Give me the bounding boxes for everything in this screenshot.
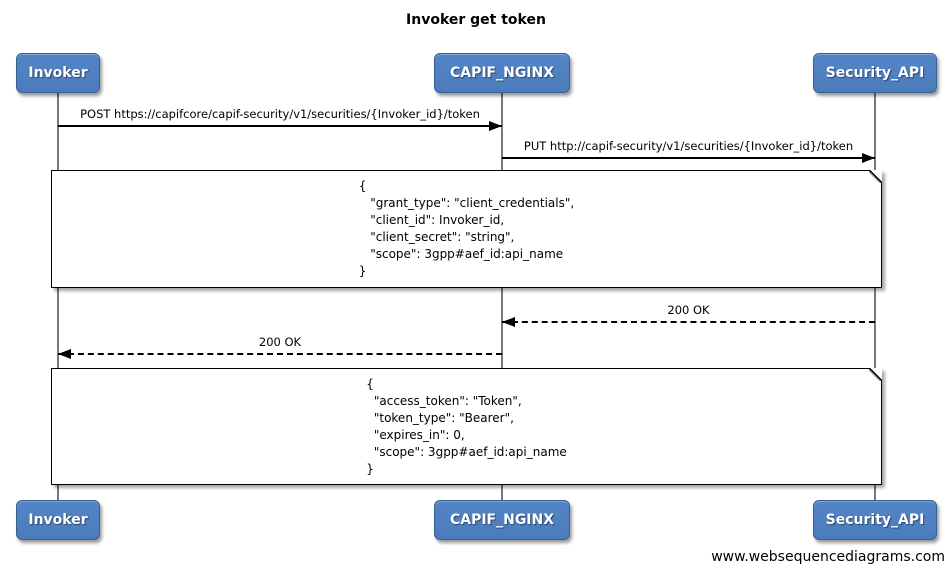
actor-invoker-top: Invoker — [16, 53, 100, 93]
actor-label: Invoker — [28, 512, 88, 528]
message-label: PUT http://capif-security/v1/securities/… — [523, 139, 854, 153]
actor-capif-nginx-top: CAPIF_NGINX — [434, 53, 570, 93]
actor-capif-nginx-bottom: CAPIF_NGINX — [434, 500, 570, 540]
arrowhead-right-icon — [862, 153, 875, 163]
actor-label: Security_API — [825, 512, 925, 528]
message-line-solid — [502, 157, 875, 159]
watermark-url: www.websequencediagrams.com — [711, 549, 945, 565]
actor-invoker-bottom: Invoker — [16, 500, 100, 540]
diagram-title: Invoker get token — [406, 12, 546, 28]
message-200-ok-security: 200 OK — [502, 303, 875, 327]
message-label: 200 OK — [258, 335, 302, 349]
note-json-text: { "grant_type": "client_credentials", "c… — [358, 179, 575, 278]
actor-label: CAPIF_NGINX — [449, 512, 555, 528]
message-put-token: PUT http://capif-security/v1/securities/… — [502, 139, 875, 163]
actor-label: Security_API — [825, 65, 925, 81]
lifeline-capif — [501, 92, 503, 500]
lifeline-security — [874, 92, 876, 500]
actor-security-api-top: Security_API — [813, 53, 937, 93]
note-fold-icon — [869, 170, 882, 183]
arrowhead-right-icon — [489, 121, 502, 131]
lifeline-invoker — [57, 92, 59, 500]
message-line-dashed — [58, 353, 502, 355]
message-post-token: POST https://capifcore/capif-security/v1… — [58, 107, 502, 131]
actor-label: CAPIF_NGINX — [449, 65, 555, 81]
message-line-solid — [58, 125, 502, 127]
note-fold-icon — [869, 368, 882, 381]
message-label: POST https://capifcore/capif-security/v1… — [80, 107, 480, 121]
arrowhead-left-icon — [502, 317, 515, 327]
actor-label: Invoker — [28, 65, 88, 81]
arrowhead-left-icon — [58, 349, 71, 359]
message-line-dashed — [502, 321, 875, 323]
note-response-body: { "access_token": "Token", "token_type":… — [51, 368, 882, 485]
note-json-text: { "access_token": "Token", "token_type":… — [366, 377, 567, 476]
message-200-ok-capif: 200 OK — [58, 335, 502, 359]
actor-security-api-bottom: Security_API — [813, 500, 937, 540]
note-request-body: { "grant_type": "client_credentials", "c… — [51, 170, 882, 288]
message-label: 200 OK — [667, 303, 710, 317]
